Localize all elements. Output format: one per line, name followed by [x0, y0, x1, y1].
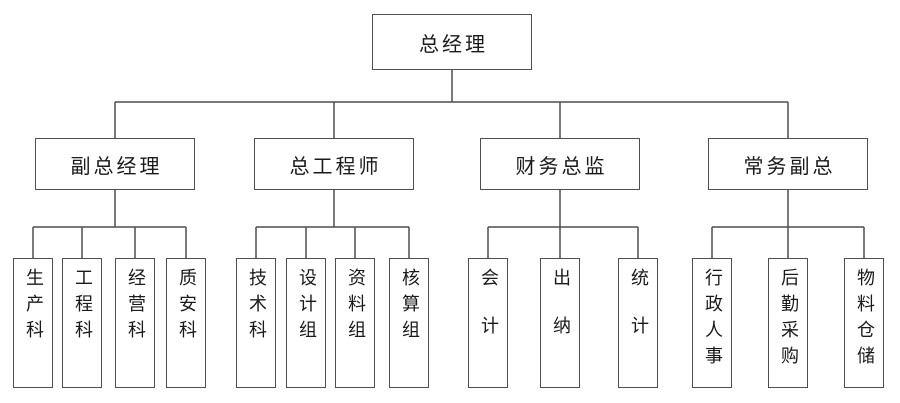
connector-group-2 — [255, 190, 410, 258]
node-quality-safety-dept: 质安科 — [166, 258, 206, 388]
node-finance-director: 财务总监 — [480, 138, 640, 190]
node-admin-hr: 行政人事 — [692, 258, 732, 388]
node-costing-group: 核算组 — [389, 258, 429, 388]
node-production-dept: 生产科 — [13, 258, 53, 388]
connector-level1 — [114, 70, 789, 138]
node-statistics: 统计 — [618, 258, 658, 388]
node-materials-warehouse: 物料仓储 — [844, 258, 884, 388]
node-technical-dept: 技术科 — [236, 258, 276, 388]
node-cashier: 出纳 — [540, 258, 580, 388]
connector-group-4 — [711, 190, 865, 258]
node-deputy-general-manager: 副总经理 — [35, 138, 195, 190]
connector-group-3 — [487, 190, 639, 258]
node-engineering-dept: 工程科 — [62, 258, 102, 388]
node-logistics-purchasing: 后勤采购 — [768, 258, 808, 388]
node-general-manager: 总经理 — [372, 14, 532, 70]
node-accounting: 会计 — [468, 258, 508, 388]
node-archives-group: 资料组 — [335, 258, 375, 388]
node-design-group: 设计组 — [286, 258, 326, 388]
node-chief-engineer: 总工程师 — [254, 138, 414, 190]
node-operations-dept: 经营科 — [115, 258, 155, 388]
connector-group-1 — [32, 190, 187, 258]
node-executive-deputy: 常务副总 — [708, 138, 868, 190]
